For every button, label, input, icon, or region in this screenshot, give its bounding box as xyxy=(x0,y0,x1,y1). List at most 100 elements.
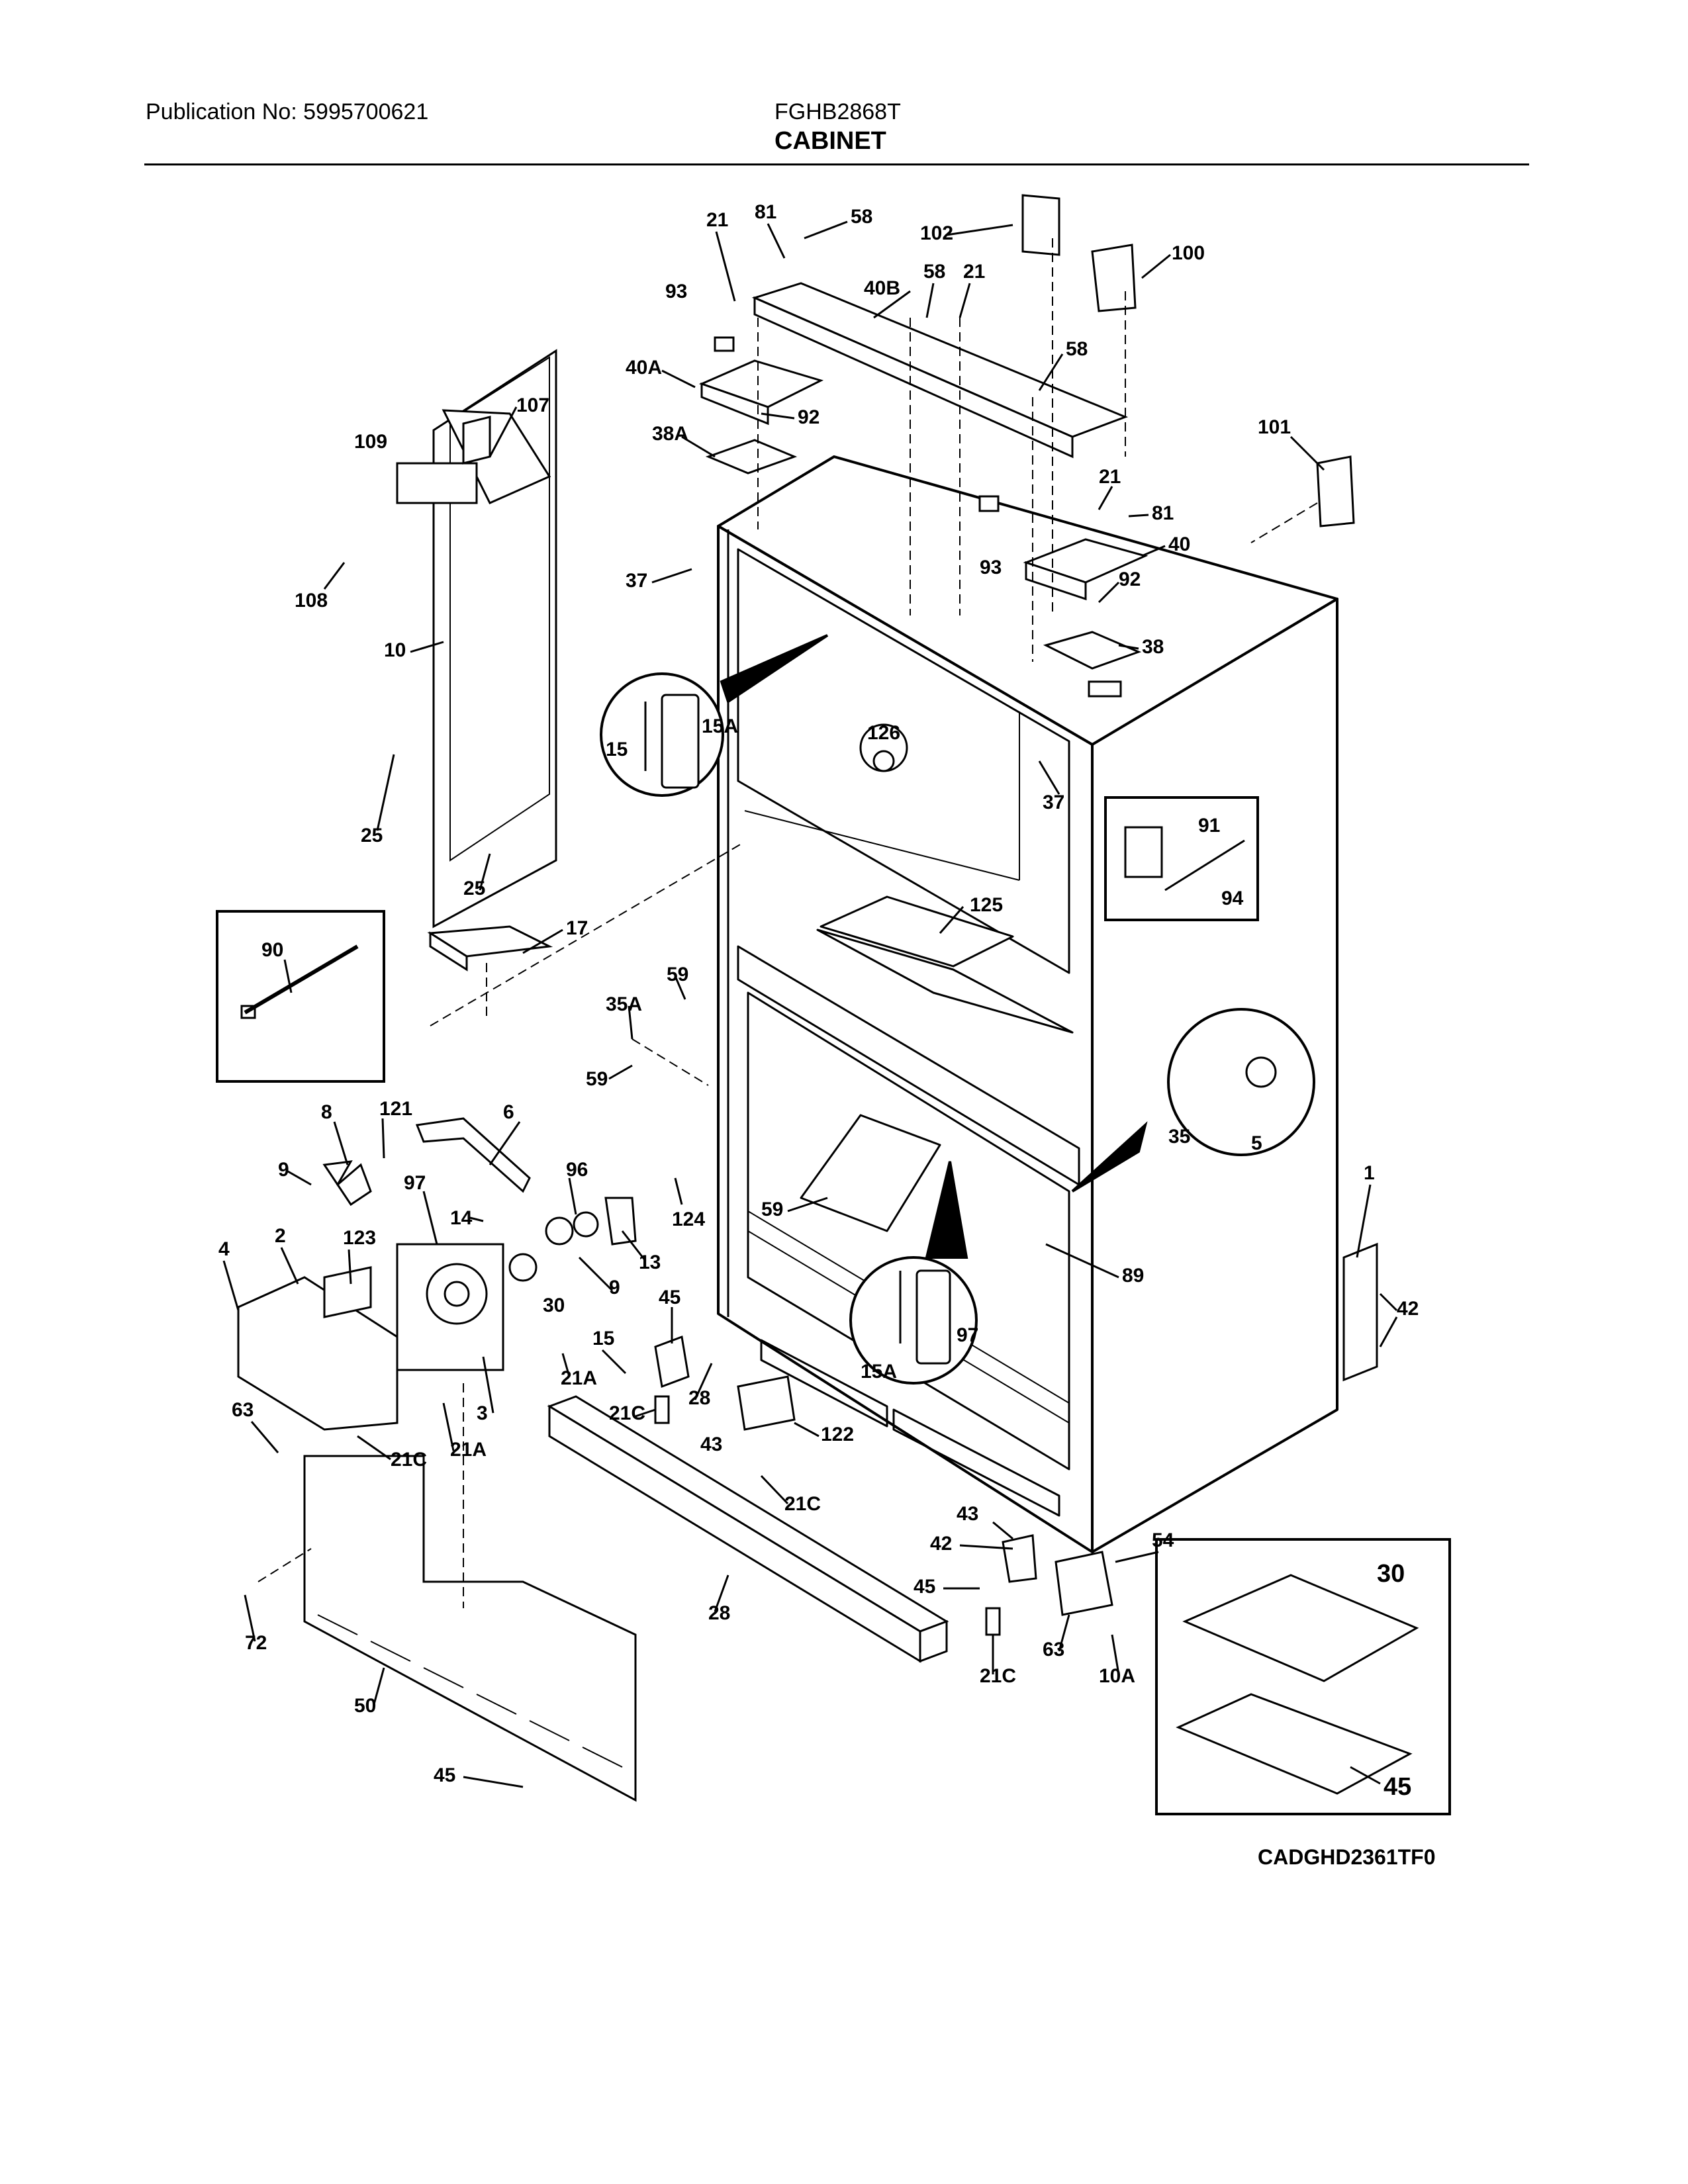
callout-label: 28 xyxy=(708,1602,730,1624)
header-rule xyxy=(144,163,1529,165)
callout-label: 21C xyxy=(980,1665,1016,1687)
callout-label: 63 xyxy=(232,1399,254,1421)
callout-label: 81 xyxy=(1152,502,1174,524)
callout-label: 121 xyxy=(379,1098,412,1120)
callout-label: 107 xyxy=(516,394,549,416)
callout-label: 58 xyxy=(923,261,945,283)
callout-label: 15 xyxy=(606,739,628,760)
callout-label: 1 xyxy=(1364,1162,1375,1184)
callout-label: 124 xyxy=(672,1208,705,1230)
callout-label: 108 xyxy=(295,590,328,612)
callout-label: 25 xyxy=(361,825,383,846)
callout-label: 122 xyxy=(821,1424,854,1445)
callout-label: 5 xyxy=(1251,1132,1262,1154)
callout-label: 125 xyxy=(970,894,1003,916)
callout-label: 21C xyxy=(391,1449,427,1471)
callout-label: 92 xyxy=(1119,569,1141,590)
callout-labels: 21 81 58 102 100 93 40B 58 21 58 40A 92 … xyxy=(218,201,1419,1801)
callout-label: 6 xyxy=(503,1101,514,1123)
callout-label: 109 xyxy=(354,431,387,453)
callout-label: 72 xyxy=(245,1632,267,1654)
callout-label: 13 xyxy=(639,1251,661,1273)
callout-label: 21 xyxy=(963,261,985,283)
callout-label: 35 xyxy=(1168,1126,1190,1148)
callout-label: 45 xyxy=(434,1764,455,1786)
section-title: CABINET xyxy=(774,127,886,155)
cabinet-body xyxy=(717,455,1338,1553)
detail-circle-126 xyxy=(859,723,908,772)
callout-label: 93 xyxy=(980,557,1002,578)
callout-label: 102 xyxy=(920,222,953,244)
callout-label: 58 xyxy=(1066,338,1088,360)
callout-label: 10 xyxy=(384,639,406,661)
callout-label: 15A xyxy=(702,715,738,737)
callout-label: 97 xyxy=(957,1324,978,1346)
callout-label: 40 xyxy=(1168,533,1190,555)
callout-label: 8 xyxy=(321,1101,332,1123)
callout-label: 40B xyxy=(864,277,900,299)
detail-circle-35 xyxy=(1071,1008,1315,1193)
callout-label: 45 xyxy=(914,1576,935,1598)
diagram-code: CADGHD2361TF0 xyxy=(1258,1845,1436,1869)
callout-label: 123 xyxy=(343,1227,376,1249)
callout-label: 91 xyxy=(1198,815,1220,837)
callout-label: 21A xyxy=(450,1439,487,1461)
callout-label: 9 xyxy=(609,1277,620,1298)
fan-assembly xyxy=(237,1117,637,1431)
callout-label: 100 xyxy=(1172,242,1205,264)
callout-label: 21 xyxy=(706,209,728,231)
callout-label: 58 xyxy=(851,206,872,228)
callout-label: 21 xyxy=(1099,466,1121,488)
callout-label: 21C xyxy=(784,1493,821,1515)
leader-lines xyxy=(222,220,1398,1788)
callout-label: 15A xyxy=(861,1361,897,1383)
callout-label: 40A xyxy=(626,357,662,379)
callout-label: 50 xyxy=(354,1695,376,1717)
callout-label: 21C xyxy=(609,1402,645,1424)
callout-label: 42 xyxy=(930,1533,952,1555)
callout-label: 43 xyxy=(957,1503,978,1525)
callout-label: 30 xyxy=(1377,1560,1405,1588)
callout-label: 54 xyxy=(1152,1529,1174,1551)
callout-label: 101 xyxy=(1258,416,1291,438)
callout-label: 45 xyxy=(659,1287,680,1308)
detail-box-91-94 xyxy=(1104,796,1259,921)
air-tower-assembly xyxy=(396,349,557,972)
callout-label: 93 xyxy=(665,281,687,302)
callout-label: 92 xyxy=(798,406,820,428)
callout-label: 45 xyxy=(1383,1773,1411,1801)
callout-label: 90 xyxy=(261,939,283,961)
callout-label: 96 xyxy=(566,1159,588,1181)
detail-circle-15-upper xyxy=(600,634,829,797)
callout-label: 15 xyxy=(592,1328,614,1349)
callout-label: 81 xyxy=(755,201,776,223)
callout-label: 21A xyxy=(561,1367,597,1389)
callout-label: 89 xyxy=(1122,1265,1144,1287)
toe-grille xyxy=(547,1395,949,1663)
detail-circle-15-lower xyxy=(849,1161,978,1385)
rear-access-cover xyxy=(303,1455,637,1802)
callout-label: 35A xyxy=(606,993,642,1015)
callout-label: 38 xyxy=(1142,636,1164,658)
detail-box-90 xyxy=(216,910,385,1083)
callout-label: 59 xyxy=(586,1068,608,1090)
callout-label: 14 xyxy=(450,1207,473,1229)
callout-label: 9 xyxy=(278,1159,289,1181)
callout-label: 3 xyxy=(477,1402,488,1424)
leveling-legs xyxy=(654,1335,1113,1636)
callout-label: 97 xyxy=(404,1172,426,1194)
model-number: FGHB2868T xyxy=(774,99,901,124)
callout-label: 30 xyxy=(543,1295,565,1316)
side-panel-89 xyxy=(1342,1242,1378,1382)
callout-label: 43 xyxy=(700,1433,722,1455)
callout-label: 37 xyxy=(626,570,647,592)
publication-number: Publication No: 5995700621 xyxy=(146,99,429,124)
assembly-guide-lines xyxy=(258,238,1318,1608)
callout-label: 42 xyxy=(1397,1298,1419,1320)
callout-label: 37 xyxy=(1043,792,1064,813)
callout-label: 4 xyxy=(218,1238,230,1260)
callout-label: 38A xyxy=(652,423,688,445)
callout-label: 126 xyxy=(867,722,900,744)
callout-label: 94 xyxy=(1221,887,1244,909)
